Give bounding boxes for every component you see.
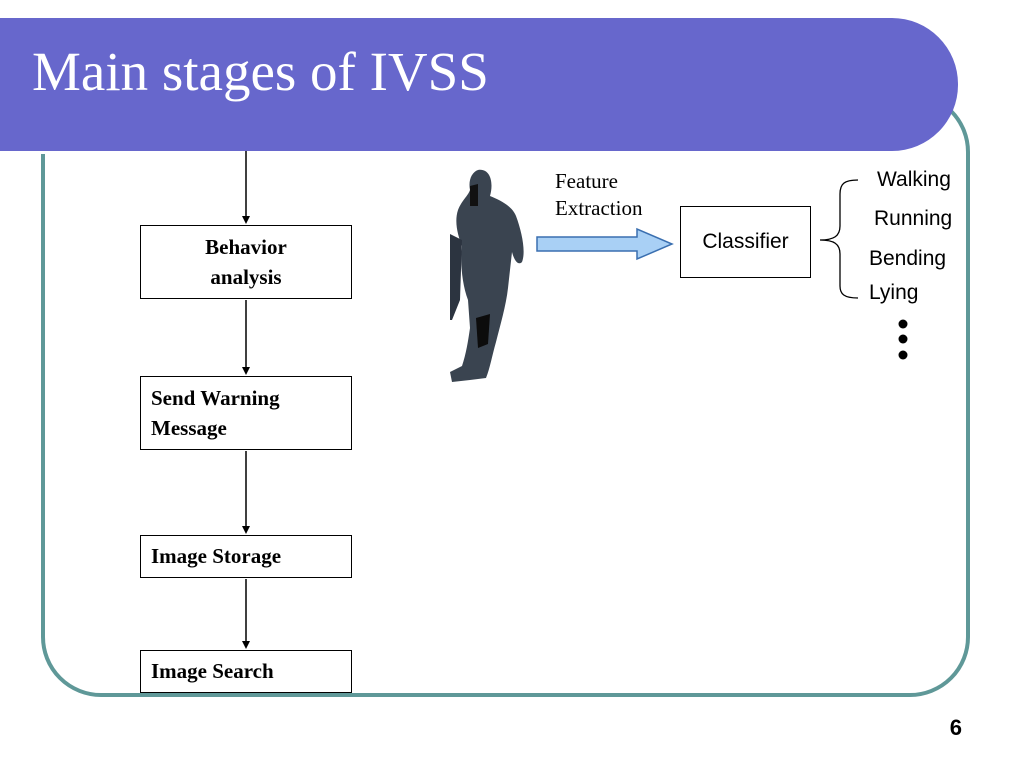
title-underline [0, 151, 905, 154]
behavior-analysis-line1: Behavior [205, 234, 287, 259]
walking-person-image [450, 168, 532, 383]
class-label-walking: Walking [877, 168, 951, 191]
classifier-box: Classifier [680, 206, 811, 278]
class-label-running: Running [874, 207, 953, 230]
classifier-label: Classifier [702, 229, 789, 253]
send-warning-line2: Message [151, 416, 227, 441]
feature-extraction-arrow [536, 227, 674, 261]
class-label-bending: Bending [869, 247, 947, 270]
more-classes-dot-2 [898, 334, 908, 344]
class-label-lying: Lying [869, 281, 919, 304]
image-search-label: Image Search [151, 659, 274, 683]
feature-extraction-label: Feature Extraction [555, 168, 642, 223]
feature-label-line2: Extraction [555, 196, 643, 221]
send-warning-box: Send Warning Message [140, 376, 352, 450]
more-classes-dot-3 [898, 350, 908, 360]
class-brace [819, 179, 859, 299]
behavior-analysis-line2: analysis [210, 265, 282, 289]
image-storage-box: Image Storage [140, 535, 352, 578]
feature-label-line1: Feature [555, 169, 618, 193]
slide-title: Main stages of IVSS [32, 41, 489, 102]
behavior-analysis-box: Behavior analysis [140, 225, 352, 299]
image-storage-label: Image Storage [151, 544, 282, 568]
page-number: 6 [949, 715, 962, 740]
more-classes-dot-1 [898, 319, 908, 329]
image-search-box: Image Search [140, 650, 352, 693]
send-warning-line1: Send Warning [151, 386, 280, 410]
title-bar [0, 18, 958, 154]
